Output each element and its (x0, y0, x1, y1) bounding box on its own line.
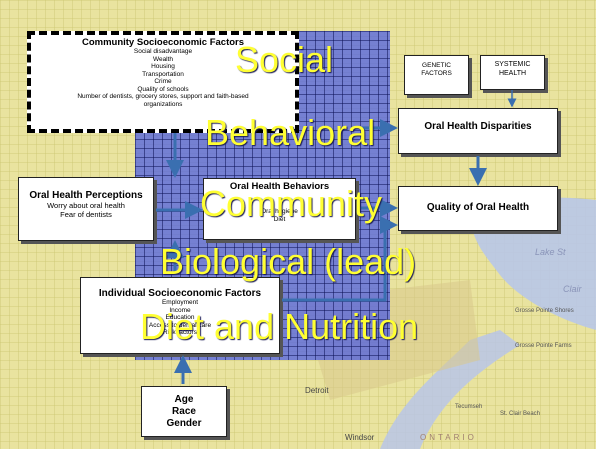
overlay-word-behavioral: Behavioral (205, 112, 376, 153)
individual-item: Employment (161, 299, 199, 306)
individual-item: Risk factors (163, 329, 197, 336)
disparities-title: Oral Health Disparities (424, 121, 532, 132)
individual-item: Income (169, 306, 191, 314)
oral-health-disparities-box: Oral Health Disparities (398, 108, 558, 154)
community-factors-item: Number of dentists, grocery stores, supp… (77, 93, 249, 100)
genetic-line: FACTORS (421, 70, 452, 77)
community-factors-item: Transportation (142, 70, 184, 78)
overlay-word-community: Community (200, 183, 383, 224)
oral-health-behaviors-box: Oral Health Behaviors Oral hygiene Diet (203, 178, 356, 240)
perceptions-item: Fear of dentists (60, 210, 112, 219)
community-factors-item: Quality of schools (137, 85, 189, 93)
community-factors-item: Social disadvantage (133, 48, 193, 55)
systemic-line: HEALTH (498, 70, 527, 77)
demographics-age: Age (174, 394, 194, 405)
overlay-word-diet-and-nutrition: Diet and Nutrition (140, 306, 419, 347)
overlay-word-social: Social (235, 39, 334, 80)
map-label-windsor: Windsor (345, 433, 375, 442)
community-factors-item: Wealth (152, 55, 174, 63)
demographics-race: Race (172, 406, 196, 417)
overlay-word-biological: Biological (lead) (160, 241, 417, 282)
individual-socioeconomic-factors-box: Individual Socioeconomic Factors Employm… (80, 277, 280, 354)
map-label-gp-shores: Grosse Pointe Shores (515, 308, 574, 314)
map-label-lake: Lake St (535, 247, 566, 257)
community-socioeconomic-factors-box: Community Socioeconomic Factors Social d… (27, 31, 299, 133)
demographics-gender: Gender (166, 418, 202, 429)
map-label-st-clair-beach: St. Clair Beach (500, 411, 540, 417)
genetic-line: GENETIC (422, 62, 451, 69)
map-label-ontario: ONTARIO (420, 433, 477, 442)
map-label-gp-farms: Grosse Pointe Farms (515, 343, 572, 349)
demographics-box: Age Race Gender (141, 386, 227, 437)
quality-of-oral-health-box: Quality of Oral Health (398, 186, 558, 231)
individual-title: Individual Socioeconomic Factors (98, 288, 262, 299)
behaviors-item: Oral hygiene (261, 208, 298, 215)
community-factors-item: Crime (154, 78, 172, 85)
individual-item: Education (165, 314, 195, 321)
community-factors-item: Housing (151, 63, 175, 70)
behaviors-item: Diet (273, 215, 286, 223)
oral-health-perceptions-box: Oral Health Perceptions Worry about oral… (18, 177, 154, 241)
behaviors-title: Oral Health Behaviors (229, 181, 330, 192)
perceptions-item: Worry about oral health (47, 201, 125, 210)
systemic-health-box: SYSTEMIC HEALTH (480, 55, 545, 90)
map-label-clair: Clair (563, 284, 583, 294)
map-label-detroit: Detroit (305, 386, 329, 395)
genetic-factors-box: GENETIC FACTORS (404, 55, 469, 95)
detroit-river (380, 330, 520, 449)
community-factors-item: organizations (143, 100, 183, 108)
community-factors-title: Community Socioeconomic Factors (81, 37, 245, 48)
perceptions-title: Oral Health Perceptions (29, 190, 143, 201)
systemic-line: SYSTEMIC (494, 61, 531, 68)
quality-title: Quality of Oral Health (426, 202, 530, 213)
map-label-tecumseh: Tecumseh (455, 404, 482, 410)
individual-item: Access to dental care (148, 321, 212, 329)
